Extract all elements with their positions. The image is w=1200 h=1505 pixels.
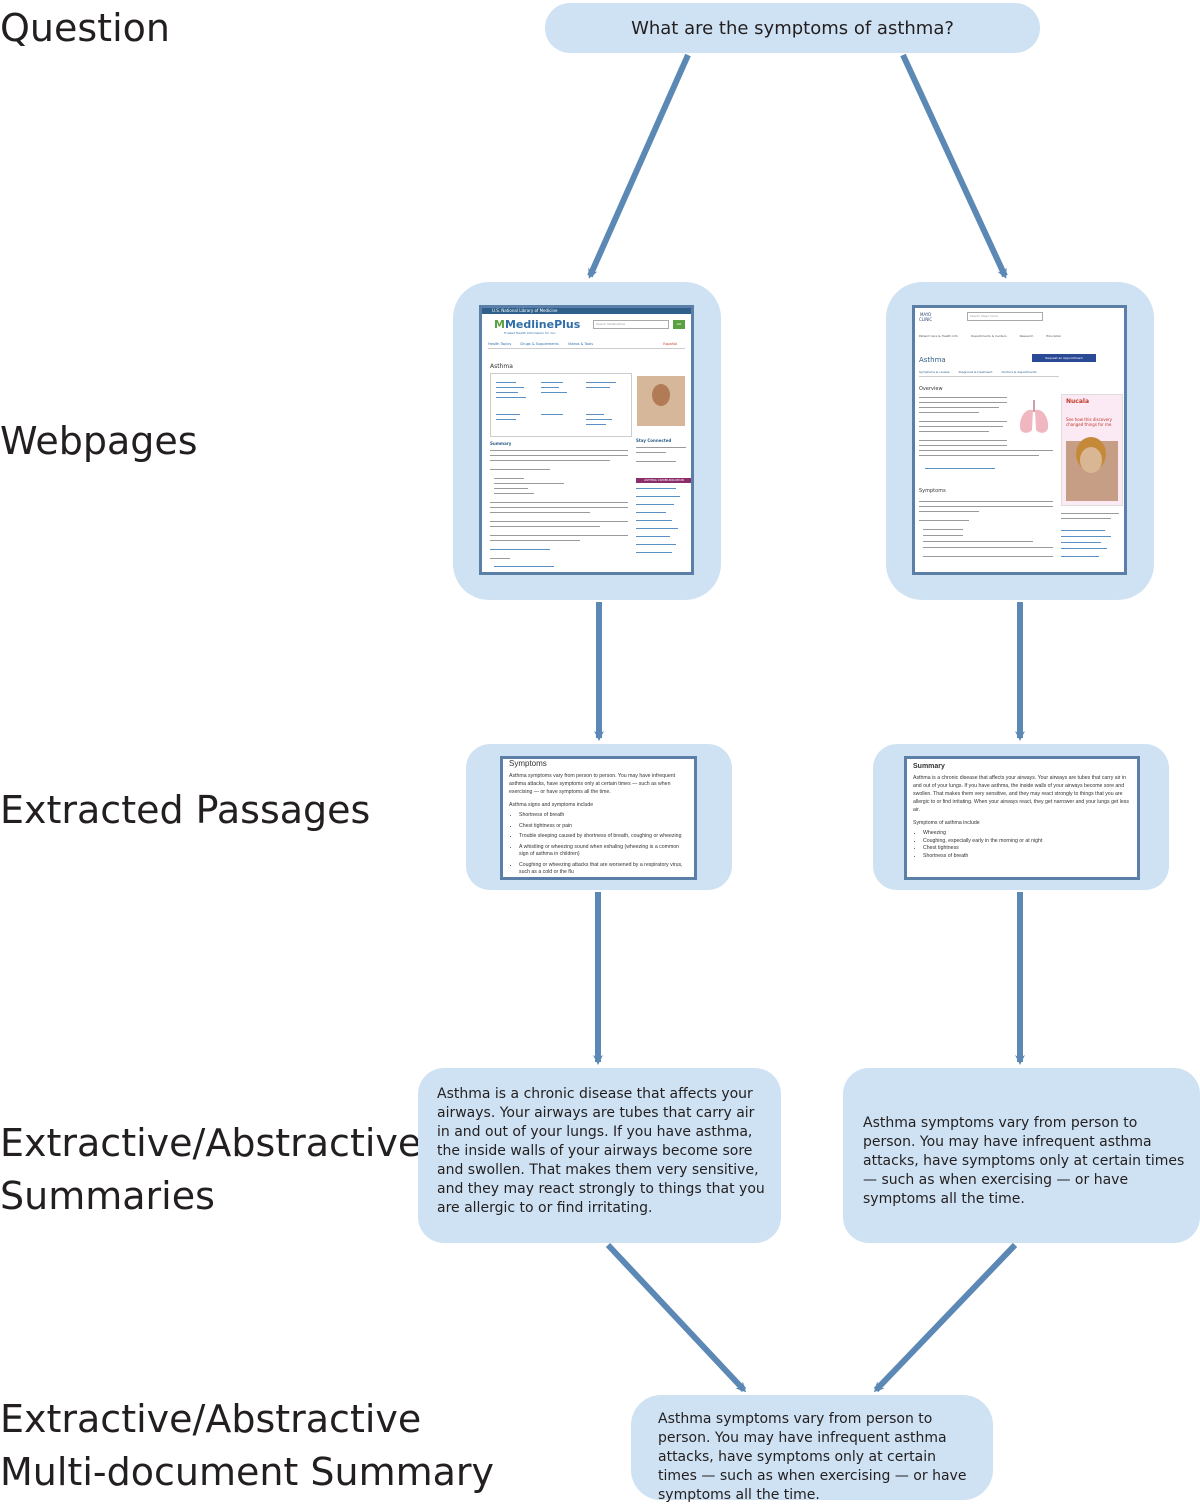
list-item: Coughing or wheezing attacks that are wo… [519, 862, 688, 877]
question-text: What are the symptoms of asthma? [631, 17, 954, 39]
medlineplus-logo-icon: M [494, 318, 505, 331]
question-box: What are the symptoms of asthma? [545, 3, 1040, 53]
medlineplus-banner: U.S. National Library of Medicine [482, 308, 691, 314]
mayo-clinic-page-title: Asthma [919, 356, 946, 364]
list-item: Coughing, especially early in the mornin… [923, 838, 1131, 846]
list-item: Chest tightness [923, 845, 1131, 853]
mayo-clinic-nav-item: Education [1046, 334, 1062, 338]
medlineplus-page-title: Asthma [490, 363, 513, 370]
passage-right-heading: Summary [913, 763, 945, 770]
passage-right-text: Asthma is a chronic disease that affects… [913, 775, 1129, 813]
label-extracted-passages: Extracted Passages [0, 788, 371, 832]
mayo-clinic-nav: Patient Care & Health Info Departments &… [919, 334, 1120, 338]
summary-right-text: Asthma symptoms vary from person to pers… [863, 1115, 1185, 1207]
passage-screenshot-left: Symptoms Asthma symptoms vary from perso… [500, 756, 697, 880]
medlineplus-logo: MMedlinePlus [494, 318, 581, 331]
passage-left-list: Shortness of breath Chest tightness or p… [509, 812, 688, 877]
passage-left-text: Asthma symptoms vary from person to pers… [509, 773, 676, 795]
summary-box-left: Asthma is a chronic disease that affects… [418, 1068, 781, 1243]
mayo-clinic-tab: Doctors & departments [1001, 370, 1037, 374]
mayo-clinic-request-button: Request an Appointment [1032, 354, 1096, 362]
mayo-clinic-tab: Diagnosis & treatment [958, 370, 993, 374]
label-summaries-line2: Summaries [0, 1174, 215, 1218]
label-webpages: Webpages [0, 419, 198, 463]
medlineplus-photo [637, 376, 685, 426]
medlineplus-on-page-box [490, 373, 632, 437]
medlineplus-nav-item: Drugs & Supplements [520, 342, 559, 346]
medlineplus-search-input: Search MedlinePlus [593, 320, 669, 329]
arrow-question-to-webpage-left [587, 53, 691, 279]
passage-left-list-label: Asthma signs and symptoms include [509, 802, 594, 808]
medlineplus-nav-item: Videos & Tools [567, 342, 594, 346]
list-item: A whistling or wheezing sound when exhal… [519, 844, 688, 859]
summary-box-right: Asthma symptoms vary from person to pers… [843, 1068, 1200, 1243]
list-item: Chest tightness or pain [519, 823, 688, 831]
medlineplus-nav: Health Topics Drugs & Supplements Videos… [488, 342, 685, 349]
passage-box-right: Summary Asthma is a chronic disease that… [873, 744, 1169, 890]
mayo-clinic-logo: MAYO CLINIC [919, 312, 933, 322]
passage-right-list: Wheezing Coughing, especially early in t… [913, 830, 1131, 860]
summary-left-text: Asthma is a chronic disease that affects… [437, 1086, 765, 1216]
lungs-illustration-icon [1019, 400, 1049, 433]
passage-right-list-label: Symptoms of asthma include [913, 820, 980, 826]
webpage-box-left: U.S. National Library of Medicine MMedli… [453, 282, 721, 600]
label-summaries-line1: Extractive/Abstractive [0, 1121, 422, 1165]
mayo-clinic-symptoms-heading: Symptoms [919, 488, 946, 494]
label-question: Question [0, 6, 170, 50]
list-item: Trouble sleeping caused by shortness of … [519, 833, 688, 841]
webpage-thumbnail-mayo-clinic: MAYO CLINIC Search Mayo Clinic Patient C… [912, 305, 1127, 575]
mayo-clinic-overview-heading: Overview [919, 386, 943, 392]
mayo-clinic-search-input: Search Mayo Clinic [967, 312, 1043, 321]
label-multidoc-line1: Extractive/Abstractive [0, 1397, 422, 1441]
multidoc-summary-box: Asthma symptoms vary from person to pers… [631, 1395, 993, 1503]
webpage-thumbnail-medlineplus: U.S. National Library of Medicine MMedli… [479, 305, 694, 575]
medlineplus-band: ASTHMA COMMUNICATION [636, 478, 691, 483]
mayo-clinic-ad: Nucala See how this discovery changed th… [1061, 394, 1123, 506]
list-item: Shortness of breath [519, 812, 688, 820]
list-item: Wheezing [923, 830, 1131, 838]
mayo-clinic-ad-photo [1066, 441, 1118, 501]
mayo-clinic-nav-item: Patient Care & Health Info [919, 334, 959, 338]
mayo-clinic-tabs: Symptoms & causes Diagnosis & treatment … [919, 370, 1059, 377]
label-multidoc-summary: Extractive/Abstractive Multi-document Su… [0, 1393, 494, 1499]
webpage-box-right: MAYO CLINIC Search Mayo Clinic Patient C… [886, 282, 1154, 600]
list-item: Shortness of breath [923, 853, 1131, 861]
medlineplus-go-button: GO [673, 320, 685, 329]
medlineplus-stay-connected-heading: Stay Connected [636, 438, 672, 443]
passage-box-left: Symptoms Asthma symptoms vary from perso… [466, 744, 732, 890]
mayo-clinic-nav-item: Departments & Centers [971, 334, 1007, 338]
arrow-summary-right-to-multidoc [873, 1242, 1018, 1393]
label-summaries: Extractive/Abstractive Summaries [0, 1117, 421, 1223]
mayo-clinic-ad-title: Nucala [1066, 398, 1090, 405]
passage-left-heading: Symptoms [509, 759, 547, 768]
arrow-question-to-webpage-right [900, 53, 1008, 279]
mayo-clinic-tab: Symptoms & causes [919, 370, 950, 374]
medlineplus-tagline: Trusted Health Information for You [504, 331, 556, 335]
medlineplus-nav-item: Español [663, 342, 677, 346]
passage-screenshot-right: Summary Asthma is a chronic disease that… [904, 756, 1140, 880]
label-multidoc-line2: Multi-document Summary [0, 1450, 495, 1494]
medlineplus-summary-heading: Summary [490, 441, 512, 446]
medlineplus-nav-item: Health Topics [488, 342, 512, 346]
arrow-summary-left-to-multidoc [605, 1242, 747, 1393]
mayo-clinic-nav-item: Research [1019, 334, 1034, 338]
multidoc-summary-text: Asthma symptoms vary from person to pers… [658, 1411, 967, 1503]
mayo-clinic-ad-tagline: See how this discovery changed things fo… [1066, 417, 1113, 427]
